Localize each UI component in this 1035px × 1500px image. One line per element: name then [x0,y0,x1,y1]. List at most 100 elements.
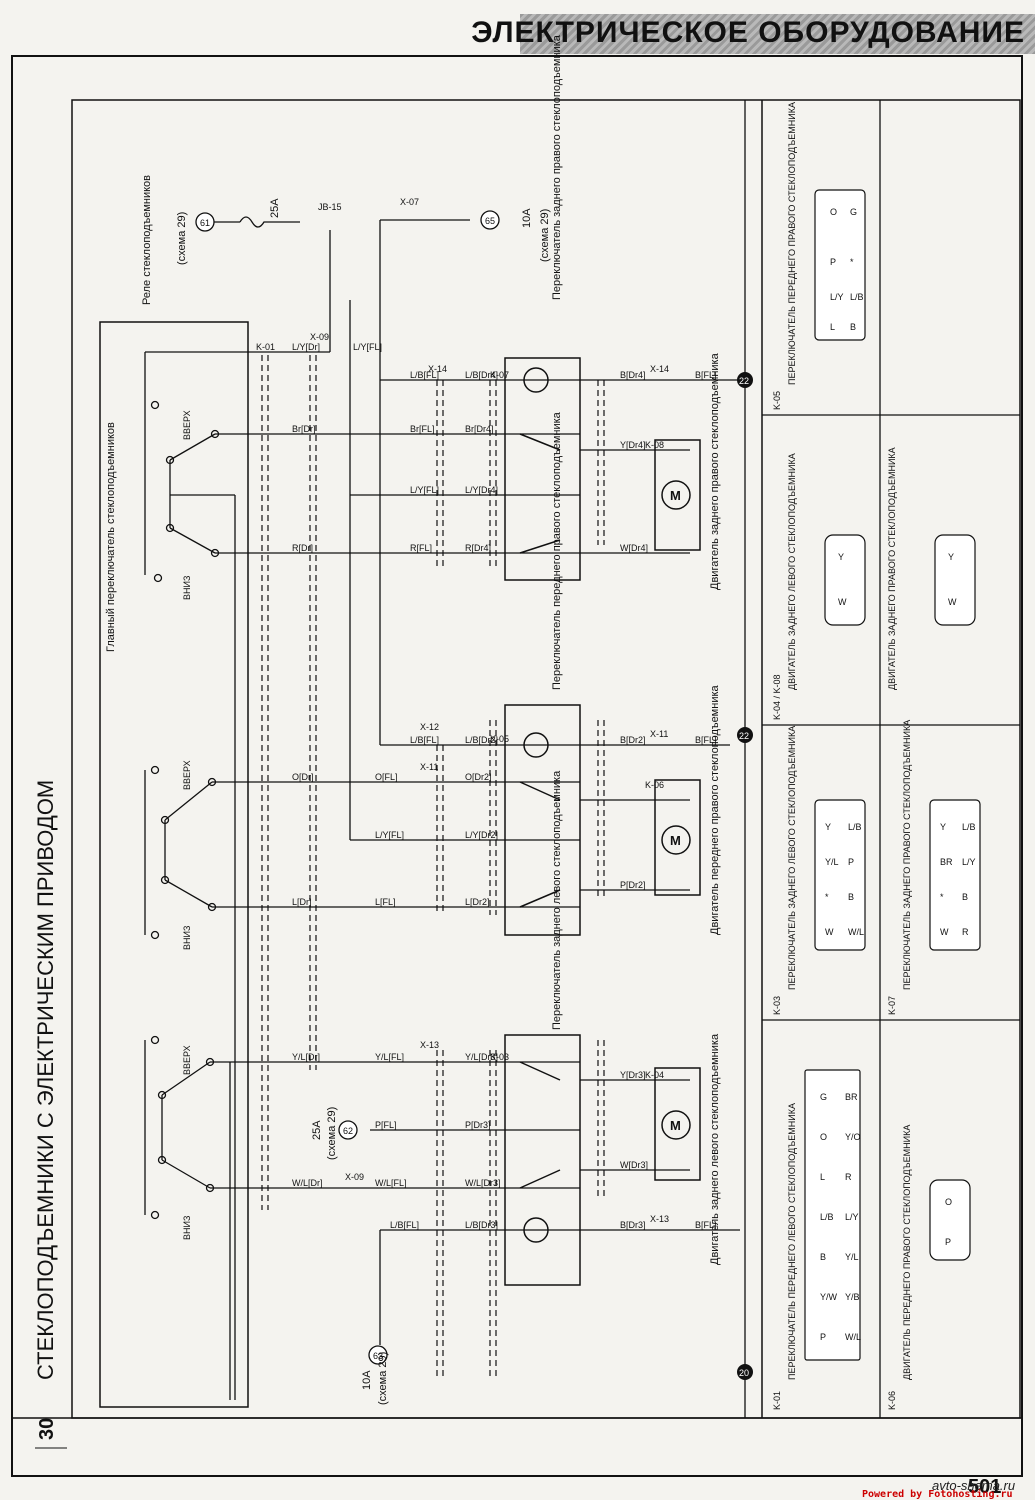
svg-text:R[Dr4]: R[Dr4] [465,543,491,553]
powered-by: Powered by Fotohosting.ru [862,1489,1013,1500]
svg-text:Br[Dr]: Br[Dr] [292,424,316,434]
motor-rl-symbol: M [670,1118,681,1133]
wire-labels: L/Y[Dr] L/Y[FL] Br[Dr] Br[FL] Br[Dr4] L/… [292,342,717,1230]
svg-text:Y/L[Dr]: Y/L[Dr] [292,1052,320,1062]
svg-text:Y/L[FL]: Y/L[FL] [375,1052,404,1062]
svg-text:Y: Y [838,552,844,562]
site-watermark: avto-shema.ru [932,1478,1016,1493]
svg-text:R: R [845,1172,852,1182]
relay-jb: JB-15 [318,202,342,212]
svg-text:L: L [820,1172,825,1182]
diagram-frame [71,99,1021,1419]
svg-text:P: P [830,257,836,267]
section-title: ЭЛЕКТРИЧЕСКОЕ ОБОРУДОВАНИЕ [471,16,1025,49]
svg-text:L/B[Dr4]: L/B[Dr4] [465,370,498,380]
svg-text:Y/L: Y/L [825,857,839,867]
svg-text:O[Dr2]: O[Dr2] [465,772,492,782]
up-label-rr: ВВЕРХ [182,410,192,440]
main-switch-label: Главный переключатель стеклоподъемников [105,422,117,652]
svg-text:L/B[FL]: L/B[FL] [410,735,439,745]
svg-text:X-13: X-13 [420,1040,439,1050]
svg-text:Y/L: Y/L [845,1252,859,1262]
svg-text:L/B: L/B [820,1212,834,1222]
svg-text:O: O [945,1197,952,1207]
svg-text:W[Dr4]: W[Dr4] [620,543,648,553]
svg-text:X-13: X-13 [650,1214,669,1224]
svg-text:P[FL]: P[FL] [375,1120,397,1130]
svg-text:Y[Dr4]: Y[Dr4] [620,440,646,450]
svg-text:X-14: X-14 [428,364,447,374]
svg-text:L/B[FL]: L/B[FL] [410,370,439,380]
svg-text:L/Y: L/Y [962,857,976,867]
svg-text:W/L: W/L [845,1332,861,1342]
fuse-62-node: 62 [343,1126,353,1136]
motor-fr-label: Двигатель переднего правого стеклоподъем… [709,684,721,935]
header-bar: ЭЛЕКТРИЧЕСКОЕ ОБОРУДОВАНИЕ [471,14,1035,54]
main-switch-box [99,321,249,1408]
svg-text:P: P [848,857,854,867]
legend-pictograms [804,189,981,1361]
svg-text:L[Dr]: L[Dr] [292,897,312,907]
svg-text:W: W [940,927,949,937]
legend-k05-name: ПЕРЕКЛЮЧАТЕЛЬ ПЕРЕДНЕГО ПРАВОГО СТЕКЛОПО… [787,102,797,385]
svg-text:Y[Dr3]: Y[Dr3] [620,1070,646,1080]
connector-k01: K-01 [256,342,275,352]
svg-text:*: * [825,892,829,902]
fuse-62-ref: (схема 29) [326,1107,338,1160]
svg-text:W: W [838,597,847,607]
svg-text:W/L: W/L [848,927,864,937]
svg-text:G: G [850,207,857,217]
svg-text:L[Dr2]: L[Dr2] [465,897,490,907]
switch-rr-title: Переключатель заднего правого стеклоподъ… [551,34,563,300]
svg-text:W/L[FL]: W/L[FL] [375,1178,407,1188]
svg-text:B[FL]: B[FL] [695,735,717,745]
up-label-fr: ВВЕРХ [182,760,192,790]
svg-text:L/Y[Dr2]: L/Y[Dr2] [465,830,498,840]
svg-text:BR: BR [940,857,953,867]
legend-k04-name: ДВИГАТЕЛЬ ЗАДНЕГО ЛЕВОГО СТЕКЛОПОДЪЕМНИК… [787,453,797,690]
fuse-65-node: 65 [485,216,495,226]
fuse-63-node: 63 [373,1351,383,1361]
x-connector-labels: X-14 X-09 X-11 X-12 X-13 X-09 X-14 X-11 … [310,332,669,1224]
switch-fr-title: Переключатель переднего правого стеклопо… [551,411,563,690]
svg-text:Y: Y [948,552,954,562]
down-label-rr: ВНИЗ [182,576,192,600]
svg-text:BR: BR [845,1092,858,1102]
ground-rl-id: 20 [739,1368,749,1378]
svg-text:W/L[Dr]: W/L[Dr] [292,1178,323,1188]
switch-fr-connector: K-05 [490,734,509,744]
svg-text:L/B: L/B [850,292,864,302]
motor-rr-connector: K-08 [645,440,664,450]
svg-text:B[FL]: B[FL] [695,370,717,380]
legend-k05-id: K-05 [772,391,782,410]
svg-text:Y/B: Y/B [845,1292,860,1302]
motor-rr-label: Двигатель заднего правого стеклоподъемни… [709,352,721,590]
svg-text:X-09: X-09 [310,332,329,342]
svg-text:R[Dr]: R[Dr] [292,543,313,553]
svg-text:P: P [820,1332,826,1342]
switch-rl-title: Переключатель заднего левого стеклоподъе… [551,770,563,1030]
svg-text:L/Y[FL]: L/Y[FL] [375,830,404,840]
svg-text:Br[Dr4]: Br[Dr4] [465,424,494,434]
legend-k01-name: ПЕРЕКЛЮЧАТЕЛЬ ПЕРЕДНЕГО ЛЕВОГО СТЕКЛОПОД… [787,1103,797,1380]
svg-text:B[Dr2]: B[Dr2] [620,735,646,745]
fuse-63-rating: 10A [361,1370,373,1390]
svg-text:L/B[FL]: L/B[FL] [390,1220,419,1230]
down-label-fr: ВНИЗ [182,926,192,950]
svg-text:X-12: X-12 [420,722,439,732]
svg-text:P[Dr3]: P[Dr3] [465,1120,491,1130]
motor-rl-label: Двигатель заднего левого стеклоподъемник… [709,1033,721,1265]
svg-text:Y/O: Y/O [845,1132,861,1142]
legend-k07-name: ПЕРЕКЛЮЧАТЕЛЬ ЗАДНЕГО ПРАВОГО СТЕКЛОПОДЪ… [902,720,912,990]
svg-text:Y: Y [940,822,946,832]
svg-text:W: W [948,597,957,607]
svg-text:X-14: X-14 [650,364,669,374]
svg-text:L/Y[Dr]: L/Y[Dr] [292,342,320,352]
svg-text:O: O [830,207,837,217]
legend-k07-id: K-07 [887,996,897,1015]
switch-rr-connector: K-07 [490,370,509,380]
svg-text:R: R [962,927,969,937]
motor-fr-symbol: M [670,833,681,848]
wires [250,100,746,1418]
svg-text:Y/W: Y/W [820,1292,838,1302]
